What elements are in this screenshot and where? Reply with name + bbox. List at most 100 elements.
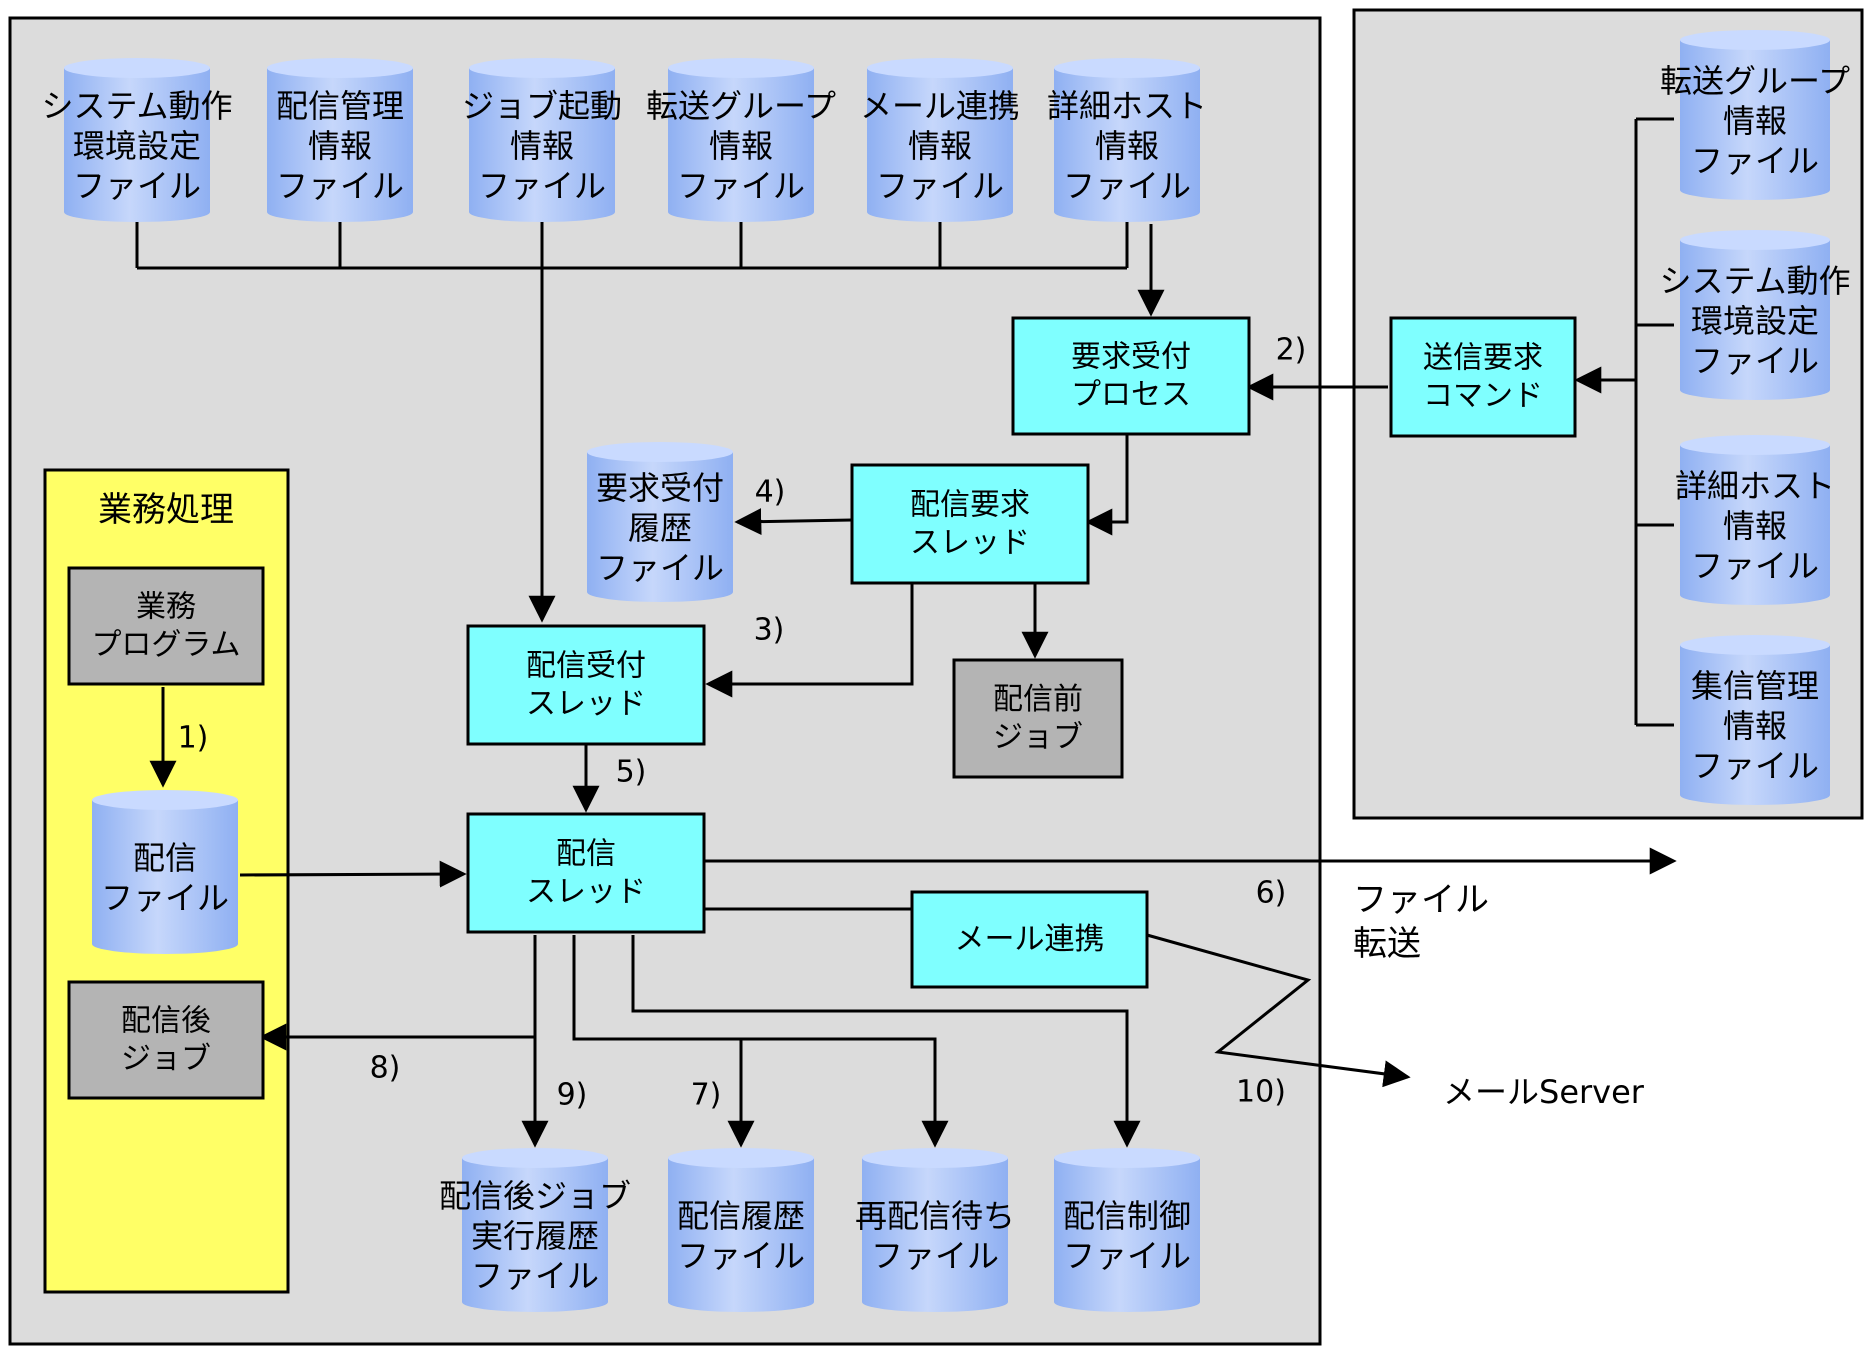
top-file-cylinder-4-body [668, 68, 814, 222]
pre-job-box-label-line-1: 配信前 [993, 682, 1083, 717]
bottom-file-cylinder-2-body [668, 1158, 814, 1312]
haishin-file-cylinder [92, 790, 238, 954]
right-file-cylinder-2-line-3: ファイル [1691, 342, 1819, 380]
shapes [64, 30, 1830, 1312]
connectors [135, 117, 1677, 1148]
bottom-file-cylinder-2-line-1: 配信履歴 [677, 1197, 805, 1235]
bottom-file-cylinder-3-line-2: ファイル [871, 1237, 999, 1275]
right-file-cylinder-4-line-2: 情報 [1723, 707, 1787, 745]
top-file-cylinder-2 [267, 58, 413, 222]
bottom-file-cylinder-1-top [462, 1148, 608, 1168]
bottom-file-cylinder-2-top [668, 1148, 814, 1168]
right-file-cylinder-2 [1680, 230, 1830, 400]
step-label-5: 5) [616, 755, 647, 790]
top-file-cylinder-1 [64, 58, 210, 222]
haishin-thread-box-label-line-2: スレッド [526, 875, 646, 910]
right-file-cylinder-4-body [1680, 645, 1830, 805]
accept-thread-box [466, 624, 706, 746]
bottom-file-cylinder-3-top [862, 1148, 1008, 1168]
top-file-cylinder-1-top [64, 58, 210, 78]
history-file-cylinder-line-3: ファイル [596, 549, 724, 587]
accept-thread-box-label-line-2: スレッド [526, 687, 646, 722]
top-file-cylinder-2-line-1: 配信管理 [276, 87, 404, 125]
bottom-file-cylinder-1-line-3: ファイル [471, 1257, 599, 1295]
top-file-cylinder-2-line-2: 情報 [308, 127, 372, 165]
top-file-cylinder-4-line-3: ファイル [677, 167, 805, 205]
mail-server-label: メールServer [1443, 1073, 1645, 1111]
top-file-cylinder-6-body [1054, 68, 1200, 222]
right-file-cylinder-1 [1680, 30, 1830, 200]
bottom-file-cylinder-4-body [1054, 1158, 1200, 1312]
business-program-box [67, 566, 265, 686]
history-file-cylinder-line-1: 要求受付 [596, 469, 724, 507]
bottom-file-cylinder-2-line-2: ファイル [677, 1237, 805, 1275]
bottom-file-cylinder-4-line-1: 配信制御 [1063, 1197, 1191, 1235]
bottom-file-cylinder-1-body [462, 1158, 608, 1312]
right-file-cylinder-3-line-1: 詳細ホスト [1675, 467, 1835, 505]
haishin-file-cylinder-body [92, 800, 238, 954]
top-file-cylinder-5-line-1: メール連携 [860, 87, 1020, 125]
history-file-cylinder-body [587, 452, 733, 602]
mail-link-box-label-line-1: メール連携 [955, 922, 1105, 957]
top-file-cylinder-3-line-2: 情報 [510, 127, 574, 165]
top-file-cylinder-6-line-3: ファイル [1063, 167, 1191, 205]
bottom-file-cylinder-2 [668, 1148, 814, 1312]
post-job-box [67, 980, 265, 1100]
bottom-file-cylinder-3-body [862, 1158, 1008, 1312]
step-label-9: 9) [557, 1078, 588, 1113]
right-file-cylinder-4-top [1680, 635, 1830, 655]
right-file-cylinder-3-top [1680, 435, 1830, 455]
request-thread-box-label-line-2: スレッド [910, 526, 1030, 561]
top-file-cylinder-2-line-3: ファイル [276, 167, 404, 205]
haishin-file-cylinder-line-1: 配信 [133, 839, 197, 877]
top-file-cylinder-5 [867, 58, 1013, 222]
post-job-box-label-line-1: 配信後 [121, 1004, 211, 1039]
top-file-cylinder-5-line-3: ファイル [876, 167, 1004, 205]
right-file-cylinder-3 [1680, 435, 1830, 605]
history-file-cylinder-top [587, 442, 733, 462]
top-file-cylinder-4-line-2: 情報 [709, 127, 773, 165]
request-accept-process-box-label-line-2: プロセス [1071, 378, 1191, 413]
right-file-cylinder-1-body [1680, 40, 1830, 200]
top-file-cylinder-6-top [1054, 58, 1200, 78]
post-job-box-label-line-2: ジョブ [121, 1042, 211, 1077]
bottom-file-cylinder-3 [862, 1148, 1008, 1312]
top-file-cylinder-3-top [469, 58, 615, 78]
bottom-file-cylinder-1-line-1: 配信後ジョブ [439, 1177, 631, 1215]
haishin-thread-box [466, 812, 706, 934]
business-program-box-label-line-2: プログラム [91, 628, 240, 663]
top-file-cylinder-4-line-1: 転送グループ [646, 87, 836, 125]
right-file-cylinder-4 [1680, 635, 1830, 805]
right-file-cylinder-2-top [1680, 230, 1830, 250]
top-file-cylinder-3-body [469, 68, 615, 222]
right-file-cylinder-4-line-3: ファイル [1691, 747, 1819, 785]
haishin-file-cylinder-line-2: ファイル [101, 879, 229, 917]
right-file-cylinder-4-line-1: 集信管理 [1691, 667, 1819, 705]
request-thread-box-label-line-1: 配信要求 [910, 488, 1030, 523]
right-file-cylinder-1-line-1: 転送グループ [1660, 62, 1850, 100]
top-file-cylinder-5-top [867, 58, 1013, 78]
send-command-box-label-line-2: コマンド [1423, 379, 1543, 414]
history-file-cylinder-line-2: 履歴 [628, 509, 692, 547]
step-label-3: 3) [754, 613, 785, 648]
step-label-1: 1) [178, 721, 209, 756]
step-label-10: 10) [1236, 1075, 1286, 1110]
file-transfer-label-line-2: 転送 [1353, 924, 1421, 964]
right-file-cylinder-2-line-1: システム動作 [1659, 262, 1850, 300]
right-file-cylinder-3-line-3: ファイル [1691, 547, 1819, 585]
top-file-cylinder-3 [469, 58, 615, 222]
accept-thread-box-label-line-1: 配信受付 [526, 649, 646, 684]
bottom-file-cylinder-1 [462, 1148, 608, 1312]
send-command-box [1389, 316, 1577, 438]
haishin-file-cylinder-top [92, 790, 238, 810]
step-label-7: 7) [691, 1078, 722, 1113]
top-file-cylinder-1-line-2: 環境設定 [73, 127, 201, 165]
mail-link-box [910, 890, 1149, 989]
top-file-cylinder-1-line-3: ファイル [73, 167, 201, 205]
top-file-cylinder-5-body [867, 68, 1013, 222]
bottom-file-cylinder-3-line-1: 再配信待ち [855, 1197, 1015, 1235]
top-file-cylinder-2-body [267, 68, 413, 222]
request-accept-process-box [1011, 316, 1251, 436]
step-label-6: 6) [1256, 876, 1287, 911]
